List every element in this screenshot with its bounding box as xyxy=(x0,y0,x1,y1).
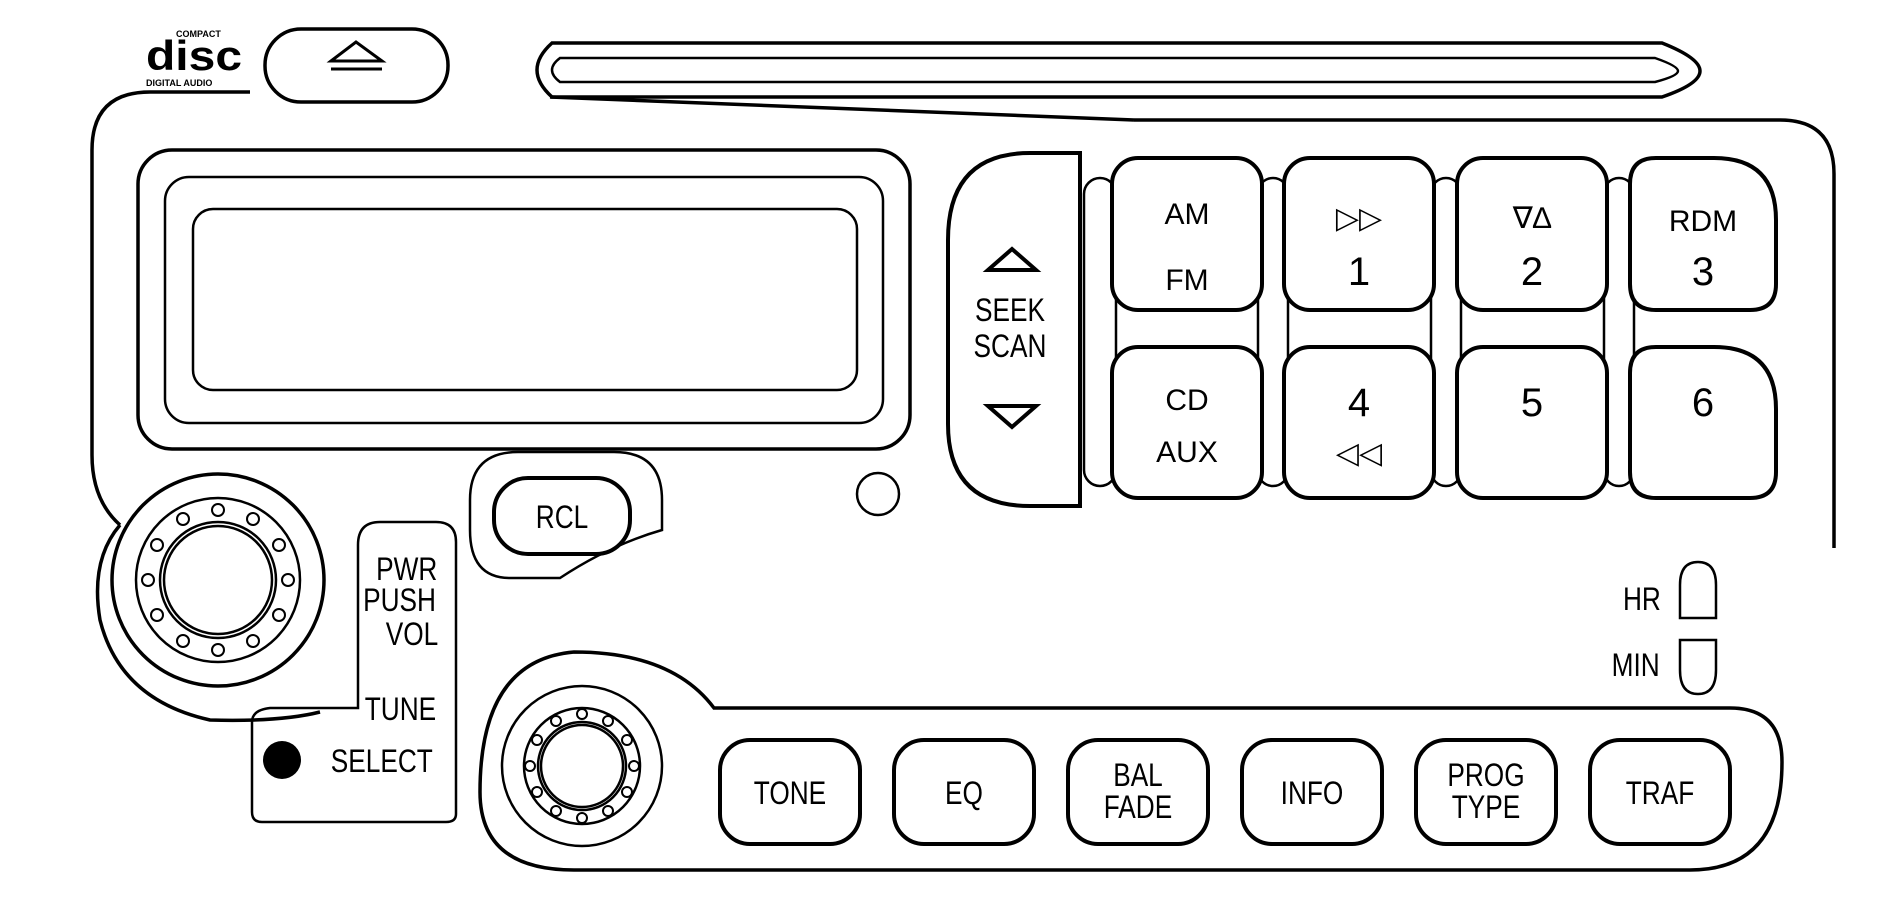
type-label: TYPE xyxy=(1452,791,1521,826)
tune-label: TUNE xyxy=(365,693,436,728)
preset-5-number: 5 xyxy=(1521,381,1543,425)
select-label: SELECT xyxy=(331,745,433,780)
preset-6-button[interactable]: 6 xyxy=(1628,345,1778,500)
hr-button[interactable] xyxy=(1678,560,1718,620)
cd-slot xyxy=(535,41,1702,99)
preset-3-button[interactable]: RDM 3 xyxy=(1628,156,1778,312)
fm-label: FM xyxy=(1165,264,1208,297)
aux-label: AUX xyxy=(1156,436,1218,469)
tune-knob[interactable] xyxy=(500,684,664,848)
cd-label: CD xyxy=(1165,384,1208,417)
knob-label-panel xyxy=(250,520,458,824)
pwr-label: PWR xyxy=(376,553,437,588)
preset-4-number: 4 xyxy=(1348,381,1370,425)
eject-button[interactable] xyxy=(263,27,450,104)
compact-disc-logo: COMPACT disc DIGITAL AUDIO xyxy=(146,29,242,88)
logo-top-text: COMPACT xyxy=(176,29,221,39)
preset-connectors xyxy=(1082,176,1636,488)
push-label: PUSH xyxy=(363,584,436,619)
am-fm-button[interactable]: AM FM xyxy=(1110,156,1264,312)
traf-button[interactable]: TRAF xyxy=(1588,738,1732,846)
hr-label: HR xyxy=(1623,583,1661,618)
preset-2-button[interactable]: ∇∆ 2 xyxy=(1455,156,1609,312)
tone-label: TONE xyxy=(754,777,826,812)
eq-label: EQ xyxy=(945,777,983,812)
preset-1-number: 1 xyxy=(1348,250,1370,294)
fast-forward-icon: ▷▷ xyxy=(1336,202,1382,235)
traf-label: TRAF xyxy=(1626,777,1694,812)
bal-label: BAL xyxy=(1113,759,1163,794)
seek-label: SEEK xyxy=(975,294,1045,329)
rcl-label: RCL xyxy=(536,501,588,536)
random-icon: ∇∆ xyxy=(1512,202,1552,235)
prog-type-button[interactable]: PROG TYPE xyxy=(1414,738,1558,846)
preset-6-number: 6 xyxy=(1692,381,1714,425)
volume-knob-housing xyxy=(95,523,321,723)
rcl-button[interactable]: RCL xyxy=(468,450,664,580)
cd-aux-button[interactable]: CD AUX xyxy=(1110,345,1264,500)
vol-label: VOL xyxy=(386,618,438,653)
tone-button[interactable]: TONE xyxy=(718,738,862,846)
preset-1-button[interactable]: ▷▷ 1 xyxy=(1282,156,1436,312)
display xyxy=(136,148,912,451)
min-label: MIN xyxy=(1612,649,1660,684)
eq-button[interactable]: EQ xyxy=(892,738,1036,846)
bottom-bar-housing xyxy=(478,650,1784,872)
rewind-icon: ◁◁ xyxy=(1336,437,1382,470)
min-button[interactable] xyxy=(1678,638,1718,696)
logo-main-text: disc xyxy=(146,32,242,79)
slot-underline xyxy=(549,95,1135,122)
eject-icon xyxy=(326,40,387,63)
select-indicator-dot xyxy=(263,741,301,779)
seek-down-icon[interactable] xyxy=(982,404,1042,430)
rdm-label: RDM xyxy=(1669,205,1737,238)
fade-label: FADE xyxy=(1104,791,1173,826)
seek-up-icon[interactable] xyxy=(982,246,1042,272)
preset-5-button[interactable]: 5 xyxy=(1455,345,1609,500)
scan-label: SCAN xyxy=(974,330,1047,365)
am-label: AM xyxy=(1165,198,1210,231)
preset-3-number: 3 xyxy=(1692,250,1714,294)
info-label: INFO xyxy=(1281,777,1344,812)
indicator-hole xyxy=(855,471,901,517)
preset-4-button[interactable]: 4 ◁◁ xyxy=(1282,345,1436,500)
volume-knob[interactable] xyxy=(110,472,326,688)
prog-label: PROG xyxy=(1447,759,1524,794)
preset-2-number: 2 xyxy=(1521,250,1543,294)
faceplate-outline xyxy=(90,90,1836,548)
info-button[interactable]: INFO xyxy=(1240,738,1384,846)
bal-fade-button[interactable]: BAL FADE xyxy=(1066,738,1210,846)
seek-scan-button[interactable]: SEEK SCAN xyxy=(946,151,1082,508)
logo-bottom-text: DIGITAL AUDIO xyxy=(146,78,212,88)
